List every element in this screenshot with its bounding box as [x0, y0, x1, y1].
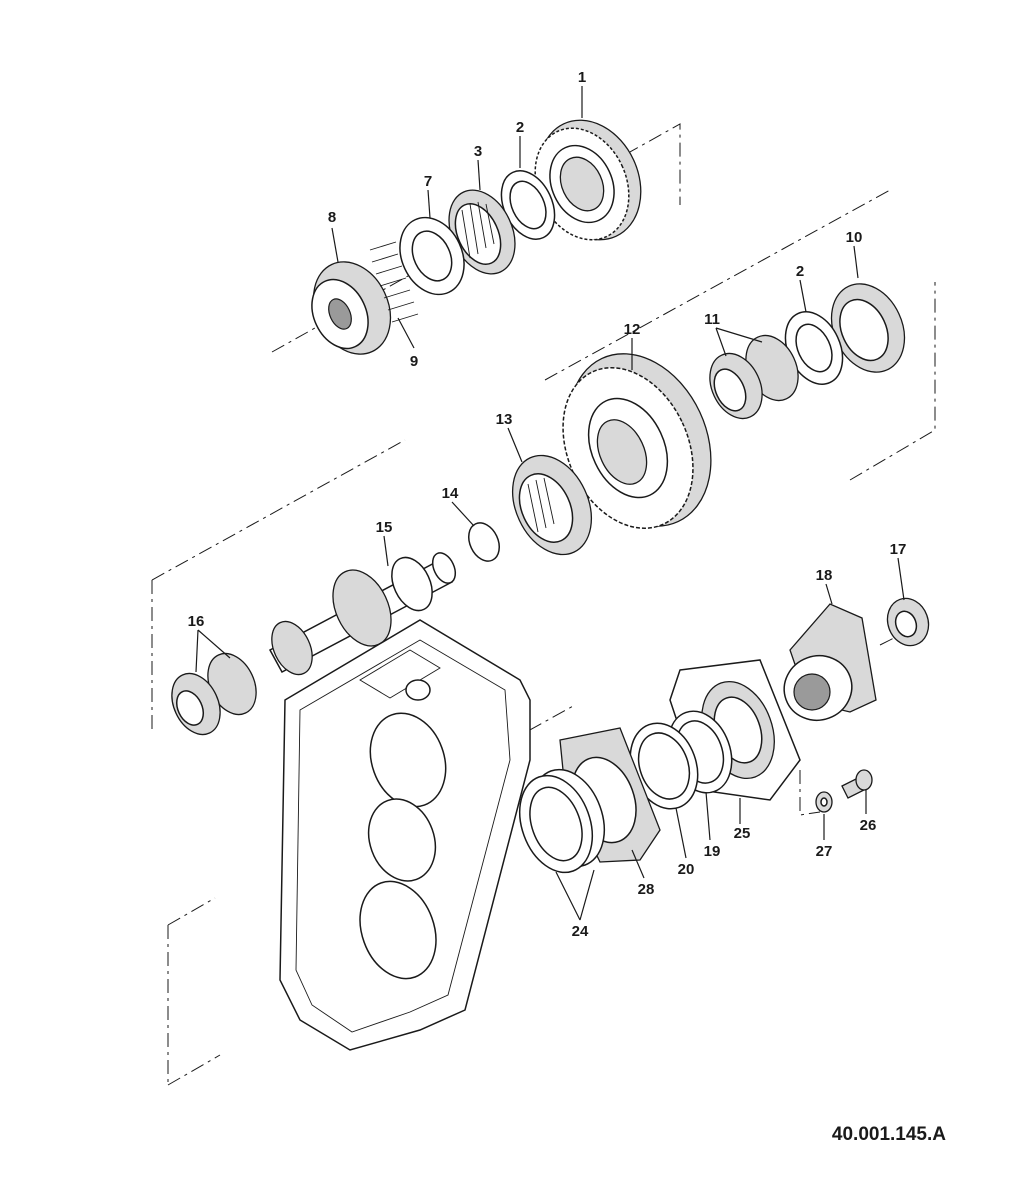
- part-26-bolt: [841, 769, 873, 799]
- callout-13: 13: [496, 411, 513, 428]
- callout-28: 28: [638, 881, 655, 898]
- callout-16: 16: [188, 613, 205, 630]
- reference-code: 40.001.145.A: [832, 1124, 946, 1145]
- part-18-flange: [783, 603, 877, 721]
- callout-10: 10: [846, 229, 863, 246]
- callout-14: 14: [442, 485, 459, 502]
- callout-12: 12: [624, 321, 641, 338]
- part-3-needle-bearing: [448, 189, 516, 275]
- part-15-shaft: [268, 552, 457, 676]
- part-7-washer: [399, 216, 465, 296]
- part-10-bearing: [830, 283, 906, 373]
- part-27-washer: [815, 791, 833, 813]
- callout-17: 17: [890, 541, 907, 558]
- part-11-needle-bearings: [709, 334, 799, 420]
- callout-2-upper: 2: [516, 119, 524, 136]
- callout-9: 9: [410, 353, 418, 370]
- callout-18: 18: [816, 567, 833, 584]
- callout-3: 3: [474, 143, 482, 160]
- part-9-springs: [369, 241, 419, 323]
- part-16-bearings: [171, 652, 257, 736]
- part-24-shims: [519, 768, 605, 874]
- gearbox-housing: [279, 619, 531, 1051]
- assembly-axis-lines: [151, 123, 936, 1086]
- part-17-seal: [886, 597, 930, 647]
- leader-lines: [195, 86, 905, 921]
- callout-2-lower: 2: [796, 263, 804, 280]
- callout-26: 26: [860, 817, 877, 834]
- callout-25: 25: [734, 825, 751, 842]
- part-8-hub: [311, 261, 392, 355]
- part-13-sleeve: [512, 454, 592, 556]
- part-20-ring: [629, 722, 699, 810]
- callout-19: 19: [704, 843, 721, 860]
- part-1-gear: [534, 119, 642, 241]
- callout-20: 20: [678, 861, 695, 878]
- callout-15: 15: [376, 519, 393, 536]
- callout-11: 11: [704, 311, 720, 328]
- callout-7: 7: [424, 173, 432, 190]
- part-12-helical-gear: [562, 353, 712, 529]
- callout-1: 1: [578, 69, 586, 86]
- callout-8: 8: [328, 209, 336, 226]
- callout-24: 24: [572, 923, 589, 940]
- part-14-snap-ring: [468, 522, 500, 562]
- callout-27: 27: [816, 843, 833, 860]
- callout-labels: 1 2 3 7 8 9 10 2 11 12 13 14 15 16 17 18…: [188, 69, 907, 940]
